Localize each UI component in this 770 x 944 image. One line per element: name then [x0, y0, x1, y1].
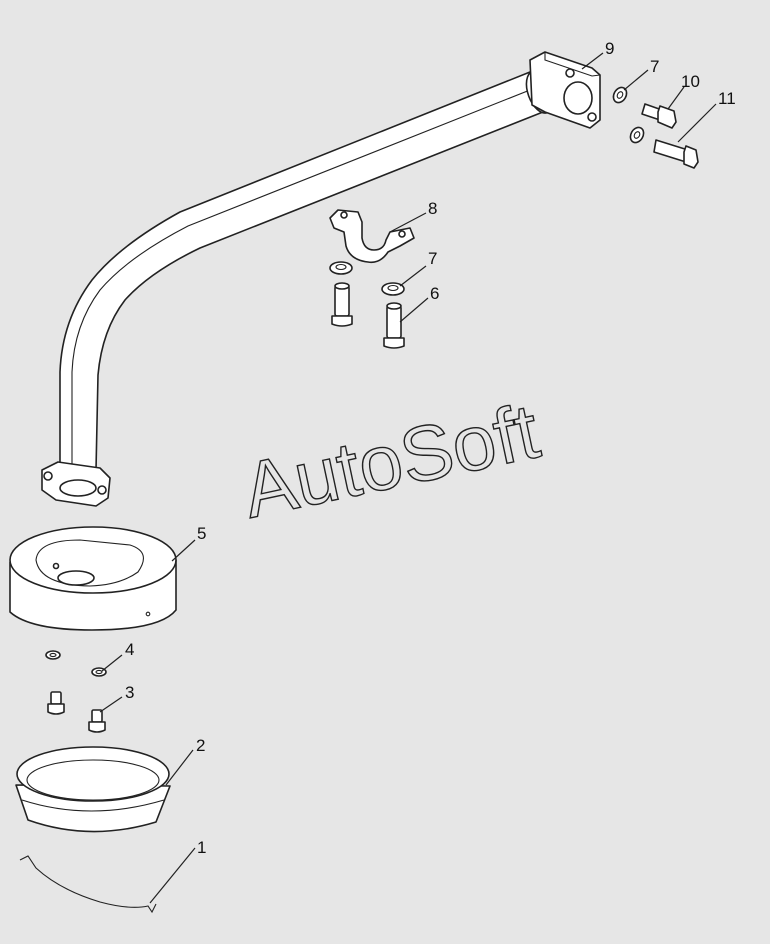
callout-3: 3 [125, 683, 134, 702]
callout-11: 11 [718, 89, 736, 108]
callout-8: 8 [428, 199, 437, 218]
pipe-bracket [329, 209, 415, 264]
callout-6: 6 [430, 284, 439, 303]
oil-screen-housing [9, 526, 177, 631]
callout-10: 10 [681, 72, 700, 91]
retaining-clip [19, 855, 157, 914]
callout-7-bracket: 7 [428, 249, 437, 268]
callout-labels: 1 2 3 4 5 6 7 7 8 9 10 11 [125, 39, 736, 857]
bracket-fasteners [329, 261, 405, 349]
leader-lines [99, 52, 717, 904]
callout-9: 9 [605, 39, 614, 58]
callout-2: 2 [196, 736, 205, 755]
screen-ring [15, 746, 171, 833]
callout-1: 1 [197, 838, 206, 857]
screen-fasteners [45, 650, 107, 733]
callout-4: 4 [125, 640, 134, 659]
watermark: AutoSoft [235, 386, 546, 534]
oil-pickup-pipe [41, 51, 601, 507]
flange-fasteners [612, 86, 699, 169]
callout-7-flange: 7 [650, 57, 659, 76]
callout-5: 5 [197, 524, 206, 543]
